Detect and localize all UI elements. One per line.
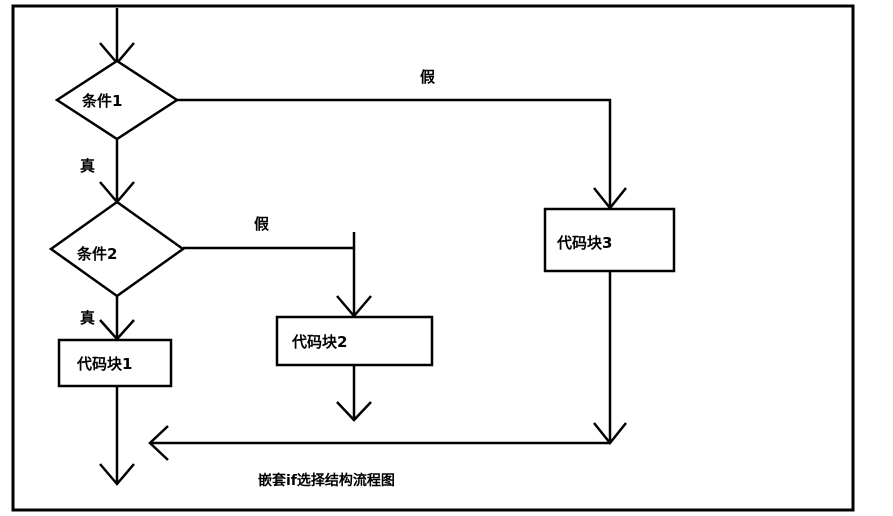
code-block-1-label: 代码块1 xyxy=(76,355,132,373)
cond2-true-label: 真 xyxy=(80,309,95,327)
cond1-false-label: 假 xyxy=(420,68,436,86)
code-block-1 xyxy=(57,338,173,388)
code-block-2-label: 代码块2 xyxy=(291,333,347,351)
code-block-3-label: 代码块3 xyxy=(556,234,612,252)
merge-arrowhead xyxy=(148,425,169,461)
condition-1-label: 条件1 xyxy=(81,92,122,110)
cond1-true-label: 真 xyxy=(80,157,95,175)
block2-exit-arrowhead xyxy=(336,401,372,422)
code-block-2 xyxy=(275,315,434,367)
block1-exit-arrowhead xyxy=(99,463,135,486)
frame-border xyxy=(11,4,855,512)
diagram-caption: 嵌套if选择结构流程图 xyxy=(258,472,395,489)
condition-2-label: 条件2 xyxy=(76,245,117,263)
cond2-false-label: 假 xyxy=(254,215,270,233)
cond1-false-line xyxy=(177,98,612,208)
